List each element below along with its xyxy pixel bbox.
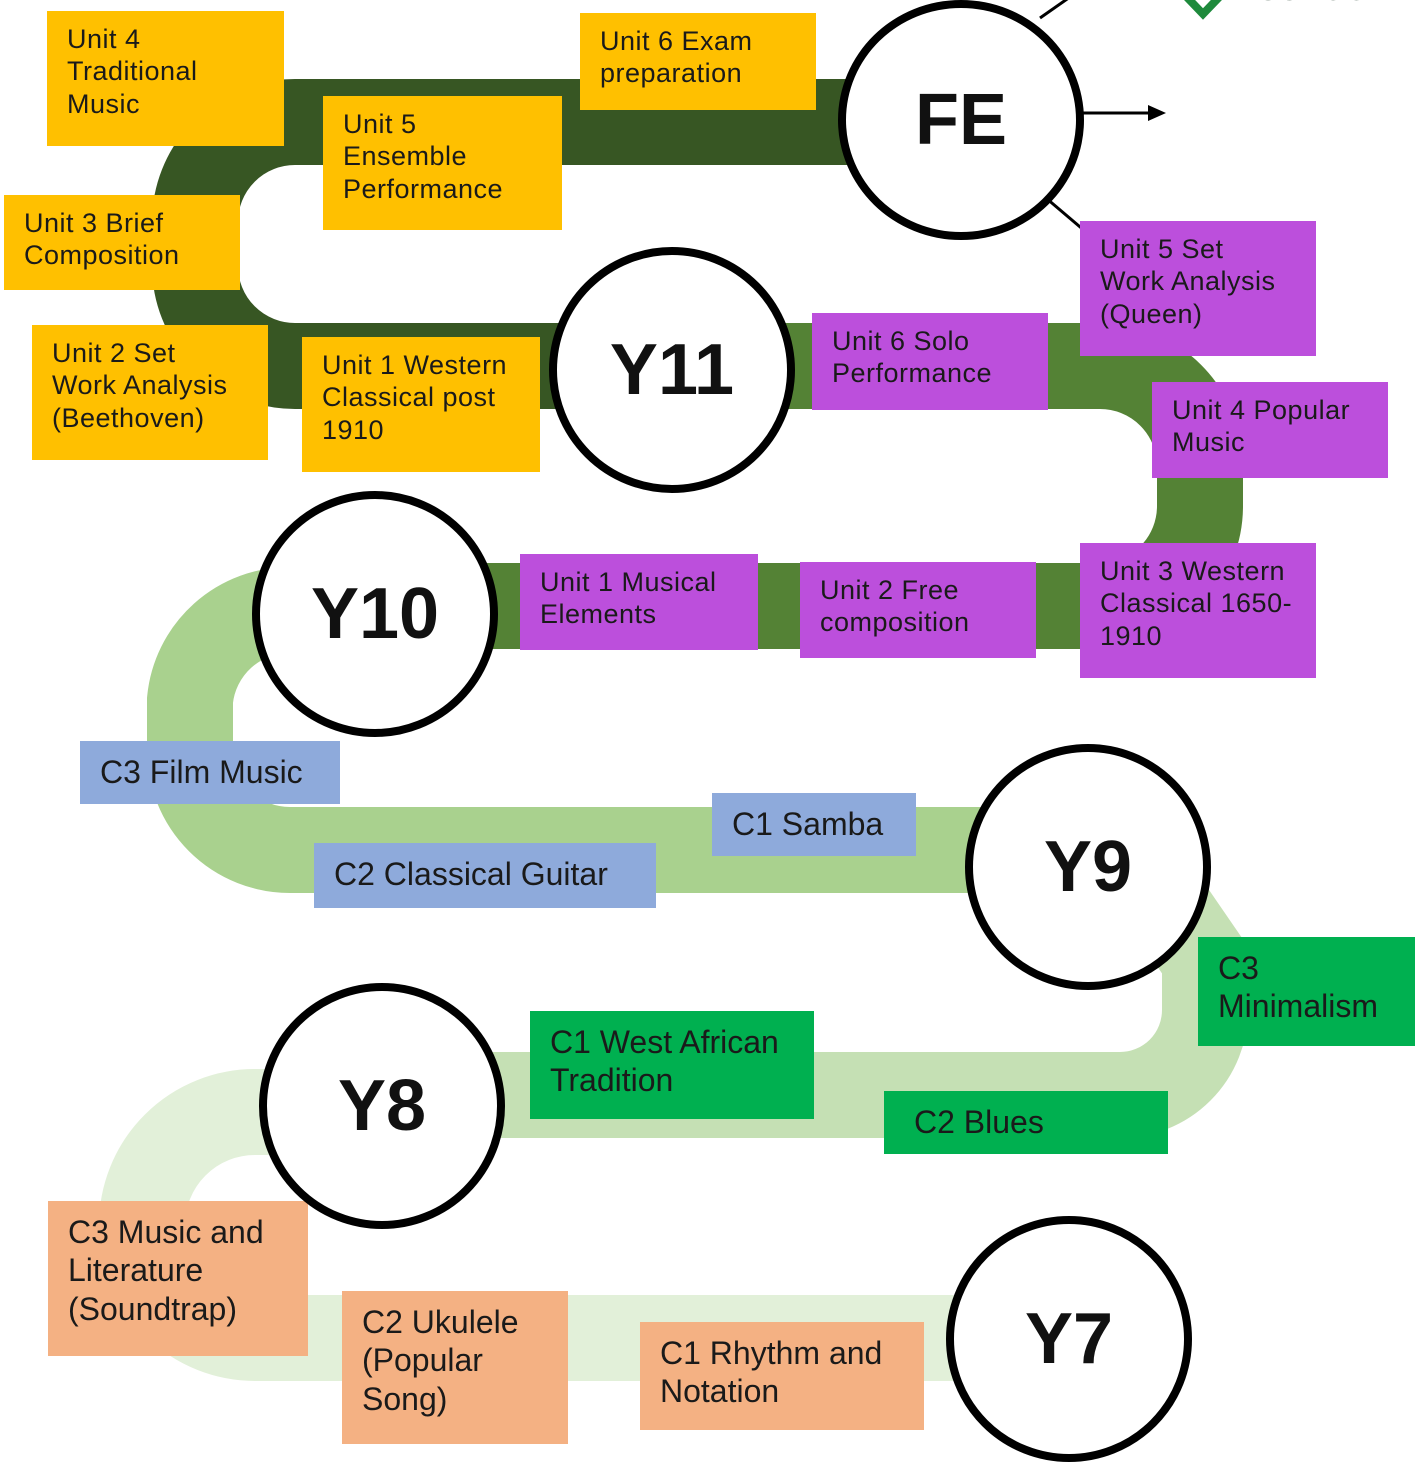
unit-box-y11-u5: Unit 5 Ensemble Performance xyxy=(323,96,562,230)
unit-box-y11-u2: Unit 2 Set Work Analysis (Beethoven) xyxy=(32,325,268,460)
unit-box-y10-u4: Unit 4 Popular Music xyxy=(1152,382,1388,478)
stop-circle-y9: Y9 xyxy=(965,744,1211,990)
fe-branch-up xyxy=(1039,0,1069,20)
fe-arrow-head xyxy=(1148,105,1166,121)
topic-box-y7-c2: C2 Ukulele (Popular Song) xyxy=(342,1291,568,1444)
stop-circle-y8: Y8 xyxy=(259,983,505,1229)
topic-box-y9-c2: C2 Classical Guitar xyxy=(314,843,656,908)
logo-shield-icon xyxy=(1184,0,1222,20)
topic-box-y8-c2: C2 Blues xyxy=(884,1091,1168,1154)
unit-box-y11-u1: Unit 1 Western Classical post 1910 xyxy=(302,337,540,472)
topic-box-y9-c1: C1 Samba xyxy=(712,793,916,856)
unit-box-y10-u5: Unit 5 Set Work Analysis (Queen) xyxy=(1080,221,1316,356)
topic-box-y8-c3: C3 Minimalism xyxy=(1198,937,1415,1046)
unit-box-y11-u6: Unit 6 Exam preparation xyxy=(580,13,816,110)
unit-box-y11-u4: Unit 4 Traditional Music xyxy=(47,11,284,146)
logo-text: SCHOOL xyxy=(1258,0,1386,8)
stop-circle-y11: Y11 xyxy=(549,247,795,493)
unit-box-y11-u3: Unit 3 Brief Composition xyxy=(4,195,240,290)
unit-box-y10-u1: Unit 1 Musical Elements xyxy=(520,554,758,650)
stop-circle-fe: FE xyxy=(838,0,1084,240)
stop-circle-y10: Y10 xyxy=(252,491,498,737)
fe-branch-down xyxy=(1045,196,1087,234)
unit-box-y10-u2: Unit 2 Free composition xyxy=(800,562,1036,658)
unit-box-y10-u3: Unit 3 Western Classical 1650- 1910 xyxy=(1080,543,1316,678)
unit-box-y10-u6: Unit 6 Solo Performance xyxy=(812,313,1048,410)
stop-circle-y7: Y7 xyxy=(946,1216,1192,1462)
topic-box-y7-c3: C3 Music and Literature (Soundtrap) xyxy=(48,1201,308,1356)
topic-box-y9-c3: C3 Film Music xyxy=(80,741,340,804)
topic-box-y7-c1: C1 Rhythm and Notation xyxy=(640,1322,924,1430)
topic-box-y8-c1: C1 West African Tradition xyxy=(530,1011,814,1119)
